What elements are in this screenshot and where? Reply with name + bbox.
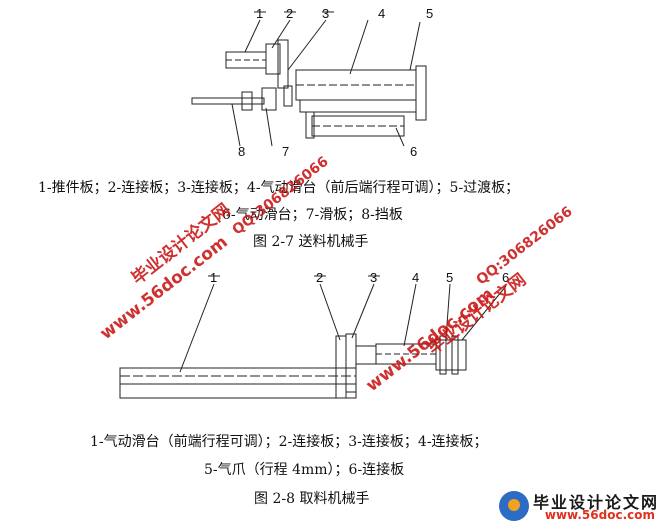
figure-2-8-caption-line2: 5-气爪（行程 4mm）；6-连接板: [204, 462, 405, 478]
callout-2: 2: [316, 270, 323, 285]
part-connector-2: [265, 43, 281, 75]
figure-2-8-drawing: [119, 275, 507, 399]
figure-2-7-callouts: 1 2 3 4 5 6 7 8: [238, 6, 433, 159]
part-connector-3: [345, 333, 357, 393]
part-connector-2: [335, 335, 347, 399]
callout-4: 4: [378, 6, 385, 21]
figure-2-8-callouts: 1 2 3 4 5 6: [210, 270, 509, 285]
part-connector-3: [277, 39, 289, 89]
part-slide-plate-7: [261, 87, 277, 111]
callout-5: 5: [426, 6, 433, 21]
figure-2-7-caption-line2: 6-气动滑台；7-滑板；8-挡板: [222, 207, 403, 223]
callout-8: 8: [238, 144, 245, 159]
figure-2-7-drawing: [191, 11, 427, 147]
figure-2-7-title: 图 2-7 送料机械手: [253, 234, 369, 250]
callout-2: 2: [286, 6, 293, 21]
callout-6: 6: [410, 144, 417, 159]
part-gripper-5: [435, 339, 467, 371]
part-transition-plate-5: [415, 65, 427, 121]
part-baffle-8: [191, 97, 265, 105]
callout-4: 4: [412, 270, 419, 285]
site-logo: 毕业设计论文网 www.56doc.com: [499, 489, 659, 525]
figure-2-8-title: 图 2-8 取料机械手: [254, 491, 370, 507]
logo-title: 毕业设计论文网: [532, 493, 659, 512]
logo-icon: [499, 491, 529, 521]
logo-url: www.56doc.com: [544, 508, 655, 522]
callout-7: 7: [282, 144, 289, 159]
figure-2-8-caption-line1: 1-气动滑台（前端行程可调）；2-连接板；3-连接板；4-连接板；: [90, 434, 488, 450]
callout-3: 3: [322, 6, 329, 21]
callout-6: 6: [502, 270, 509, 285]
figure-2-7-caption-line1: 1-推件板；2-连接板；3-连接板；4-气动滑台（前后端行程可调）；5-过渡板；: [38, 180, 520, 196]
callout-1: 1: [210, 270, 217, 285]
callout-1: 1: [256, 6, 263, 21]
callout-3: 3: [370, 270, 377, 285]
callout-5: 5: [446, 270, 453, 285]
